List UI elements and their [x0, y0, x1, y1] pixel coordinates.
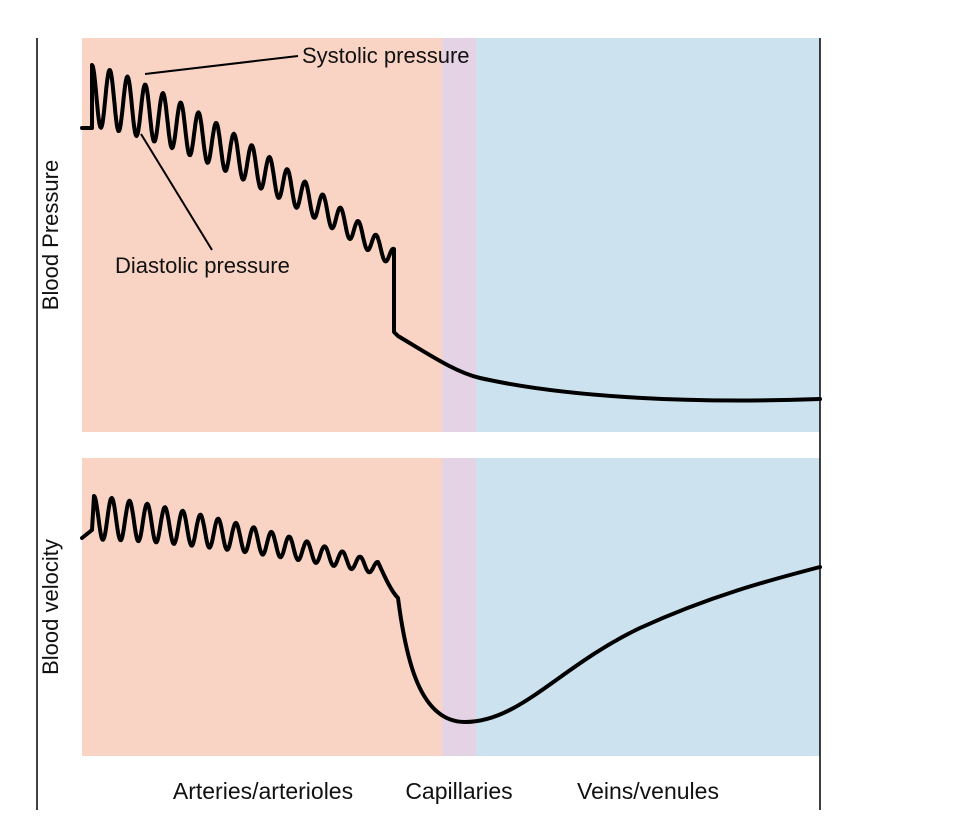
systolic-label: Systolic pressure: [302, 43, 470, 68]
velocity-panel: [80, 458, 822, 756]
velocity-arteries-region: [82, 458, 442, 756]
diastolic-label: Diastolic pressure: [115, 253, 290, 278]
velocity-capillaries-region: [442, 458, 476, 756]
systolic-leader-line: [144, 55, 299, 75]
pressure-capillaries-region: [442, 38, 476, 432]
velocity-veins-region: [476, 458, 820, 756]
x-label-veins: Veins/venules: [577, 778, 719, 804]
x-label-arteries: Arteries/arterioles: [173, 778, 353, 804]
pressure-arteries-region: [82, 38, 442, 432]
pressure-veins-region: [476, 38, 820, 432]
pressure-curve: [80, 63, 822, 403]
y-label-blood-velocity: Blood velocity: [38, 539, 63, 675]
x-label-capillaries: Capillaries: [405, 778, 512, 804]
y-label-blood-pressure: Blood Pressure: [38, 160, 63, 310]
velocity-curve: [80, 494, 822, 724]
pressure-panel: [80, 38, 822, 432]
diastolic-leader-line: [140, 133, 213, 251]
